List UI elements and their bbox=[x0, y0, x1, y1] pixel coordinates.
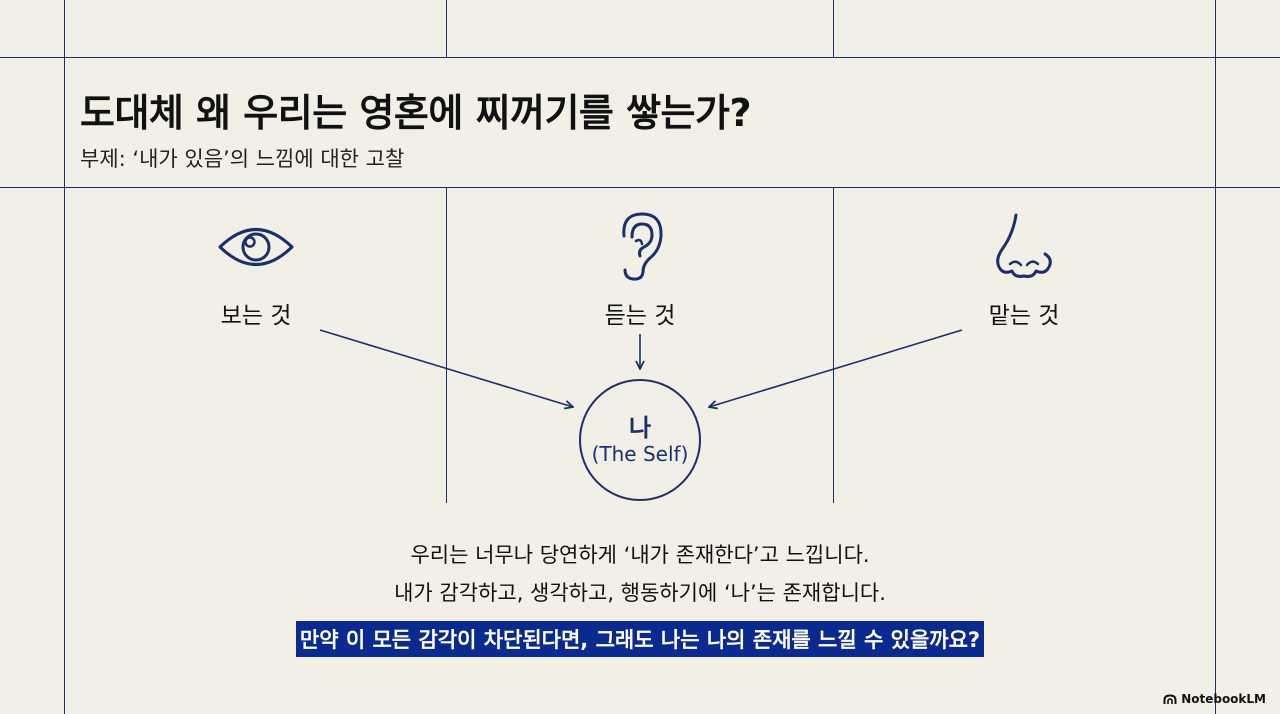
brand-name: NotebookLM bbox=[1181, 692, 1266, 706]
grid-line-vertical bbox=[446, 187, 447, 503]
arrow-smell-to-self bbox=[709, 329, 963, 407]
grid-line-vertical bbox=[446, 0, 447, 57]
self-sublabel: (The Self) bbox=[591, 442, 689, 466]
grid-line-horizontal bbox=[0, 187, 1280, 188]
highlight-container: 만약 이 모든 감각이 차단된다면, 그래도 나는 나의 존재를 느낄 수 있을… bbox=[0, 621, 1280, 657]
sense-label-hear: 듣는 것 bbox=[604, 303, 676, 329]
sense-label-smell: 맡는 것 bbox=[988, 303, 1060, 329]
eye-icon bbox=[217, 222, 295, 272]
grid-line-vertical bbox=[1215, 0, 1216, 714]
self-label: 나 bbox=[628, 414, 652, 442]
nose-icon bbox=[993, 212, 1055, 280]
grid-line-vertical bbox=[833, 0, 834, 57]
highlight-question: 만약 이 모든 감각이 차단된다면, 그래도 나는 나의 존재를 느낄 수 있을… bbox=[295, 621, 985, 657]
self-node: 나 (The Self) bbox=[579, 379, 701, 501]
body-line-1: 우리는 너무나 당연하게 ‘내가 존재한다’고 느낍니다. bbox=[410, 543, 870, 567]
grid-line-vertical bbox=[833, 187, 834, 503]
ear-icon bbox=[612, 210, 666, 282]
notebooklm-logo-icon bbox=[1163, 693, 1177, 704]
brand-watermark: NotebookLM bbox=[1163, 692, 1266, 706]
grid-line-vertical bbox=[64, 0, 65, 714]
body-line-2: 내가 감각하고, 생각하고, 행동하기에 ‘나’는 존재합니다. bbox=[394, 581, 886, 605]
page-subtitle: 부제: ‘내가 있음’의 느낌에 대한 고찰 bbox=[80, 147, 405, 171]
sense-label-see: 보는 것 bbox=[220, 303, 292, 329]
arrow-see-to-self bbox=[319, 329, 573, 407]
grid-line-horizontal bbox=[0, 57, 1280, 58]
page-title: 도대체 왜 우리는 영혼에 찌꺼기를 쌓는가? bbox=[80, 91, 752, 135]
